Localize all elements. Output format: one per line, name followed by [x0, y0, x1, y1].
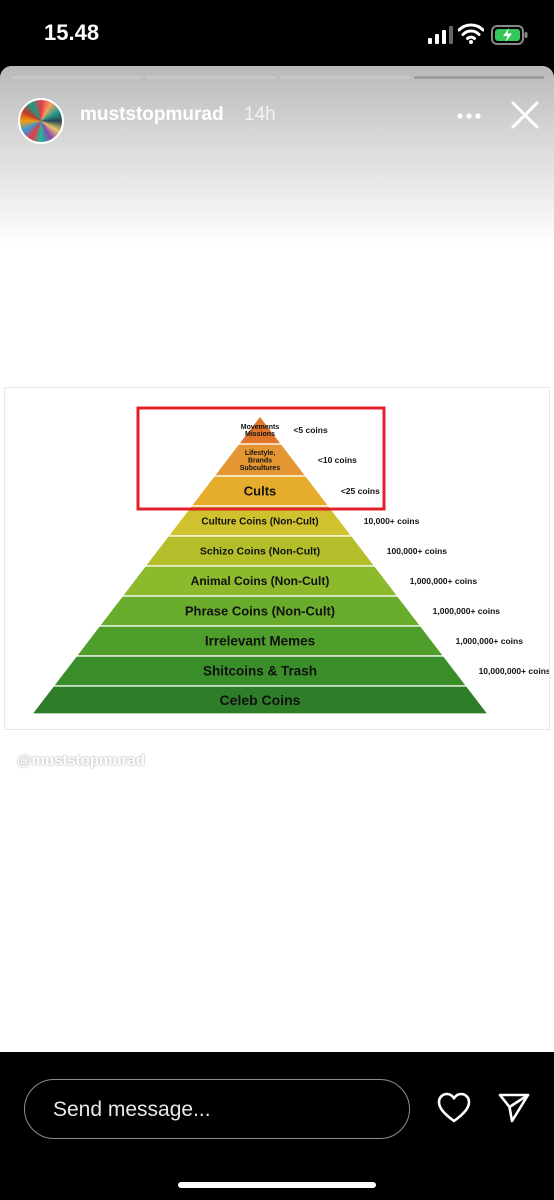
pyramid-level-label: Cults [244, 484, 277, 499]
progress-segment [280, 76, 410, 79]
pyramid-level-label: Celeb Coins [220, 692, 301, 708]
pyramid-level-label: Shitcoins & Trash [203, 664, 317, 679]
pyramid-level-label: Animal Coins (Non-Cult) [191, 574, 330, 588]
pyramid-coin-count: <25 coins [341, 486, 380, 496]
battery-charging-icon [491, 25, 528, 45]
watermark: @muststopmurad [17, 752, 145, 769]
pyramid-coin-count: 10,000+ coins [364, 516, 420, 526]
signal-icon [428, 26, 453, 44]
more-options-icon[interactable] [456, 112, 482, 120]
progress-segment [414, 76, 544, 79]
pyramid-coin-count: 100,000+ coins [387, 546, 448, 556]
send-message-input[interactable]: Send message... [24, 1079, 410, 1139]
pyramid-level-label: Phrase Coins (Non-Cult) [185, 604, 335, 619]
pyramid-coin-count: <5 coins [293, 425, 328, 435]
pyramid-level-label: Irrelevant Memes [205, 634, 315, 649]
home-indicator [178, 1182, 376, 1188]
story-age: 14h [244, 104, 276, 125]
send-icon[interactable] [497, 1090, 531, 1124]
progress-segment [12, 76, 142, 79]
pyramid-coin-count: 1,000,000+ coins [456, 636, 524, 646]
wifi-icon [458, 23, 484, 44]
pyramid-coin-count: 1,000,000+ coins [433, 606, 501, 616]
pyramid-coin-count: <10 coins [318, 455, 357, 465]
pyramid-coin-count: 1,000,000+ coins [410, 576, 478, 586]
story-progress [12, 76, 544, 79]
status-bar: 15.48 [0, 0, 554, 66]
close-icon[interactable] [510, 100, 540, 130]
avatar[interactable] [18, 98, 64, 144]
highlight-box [136, 406, 386, 511]
pyramid-coin-count: 10,000,000+ coins [479, 666, 549, 676]
pyramid-level [30, 685, 490, 715]
pyramid-level-label: Culture Coins (Non-Cult) [201, 517, 318, 528]
bottom-bar: Send message... [0, 1052, 554, 1200]
status-time: 15.48 [44, 20, 100, 45]
heart-icon[interactable] [437, 1092, 471, 1124]
header-gradient [0, 66, 554, 246]
send-message-placeholder: Send message... [53, 1098, 211, 1121]
story-username[interactable]: muststopmurad [80, 104, 224, 125]
progress-segment [146, 76, 276, 79]
pyramid-level-label: Schizo Coins (Non-Cult) [200, 546, 320, 558]
